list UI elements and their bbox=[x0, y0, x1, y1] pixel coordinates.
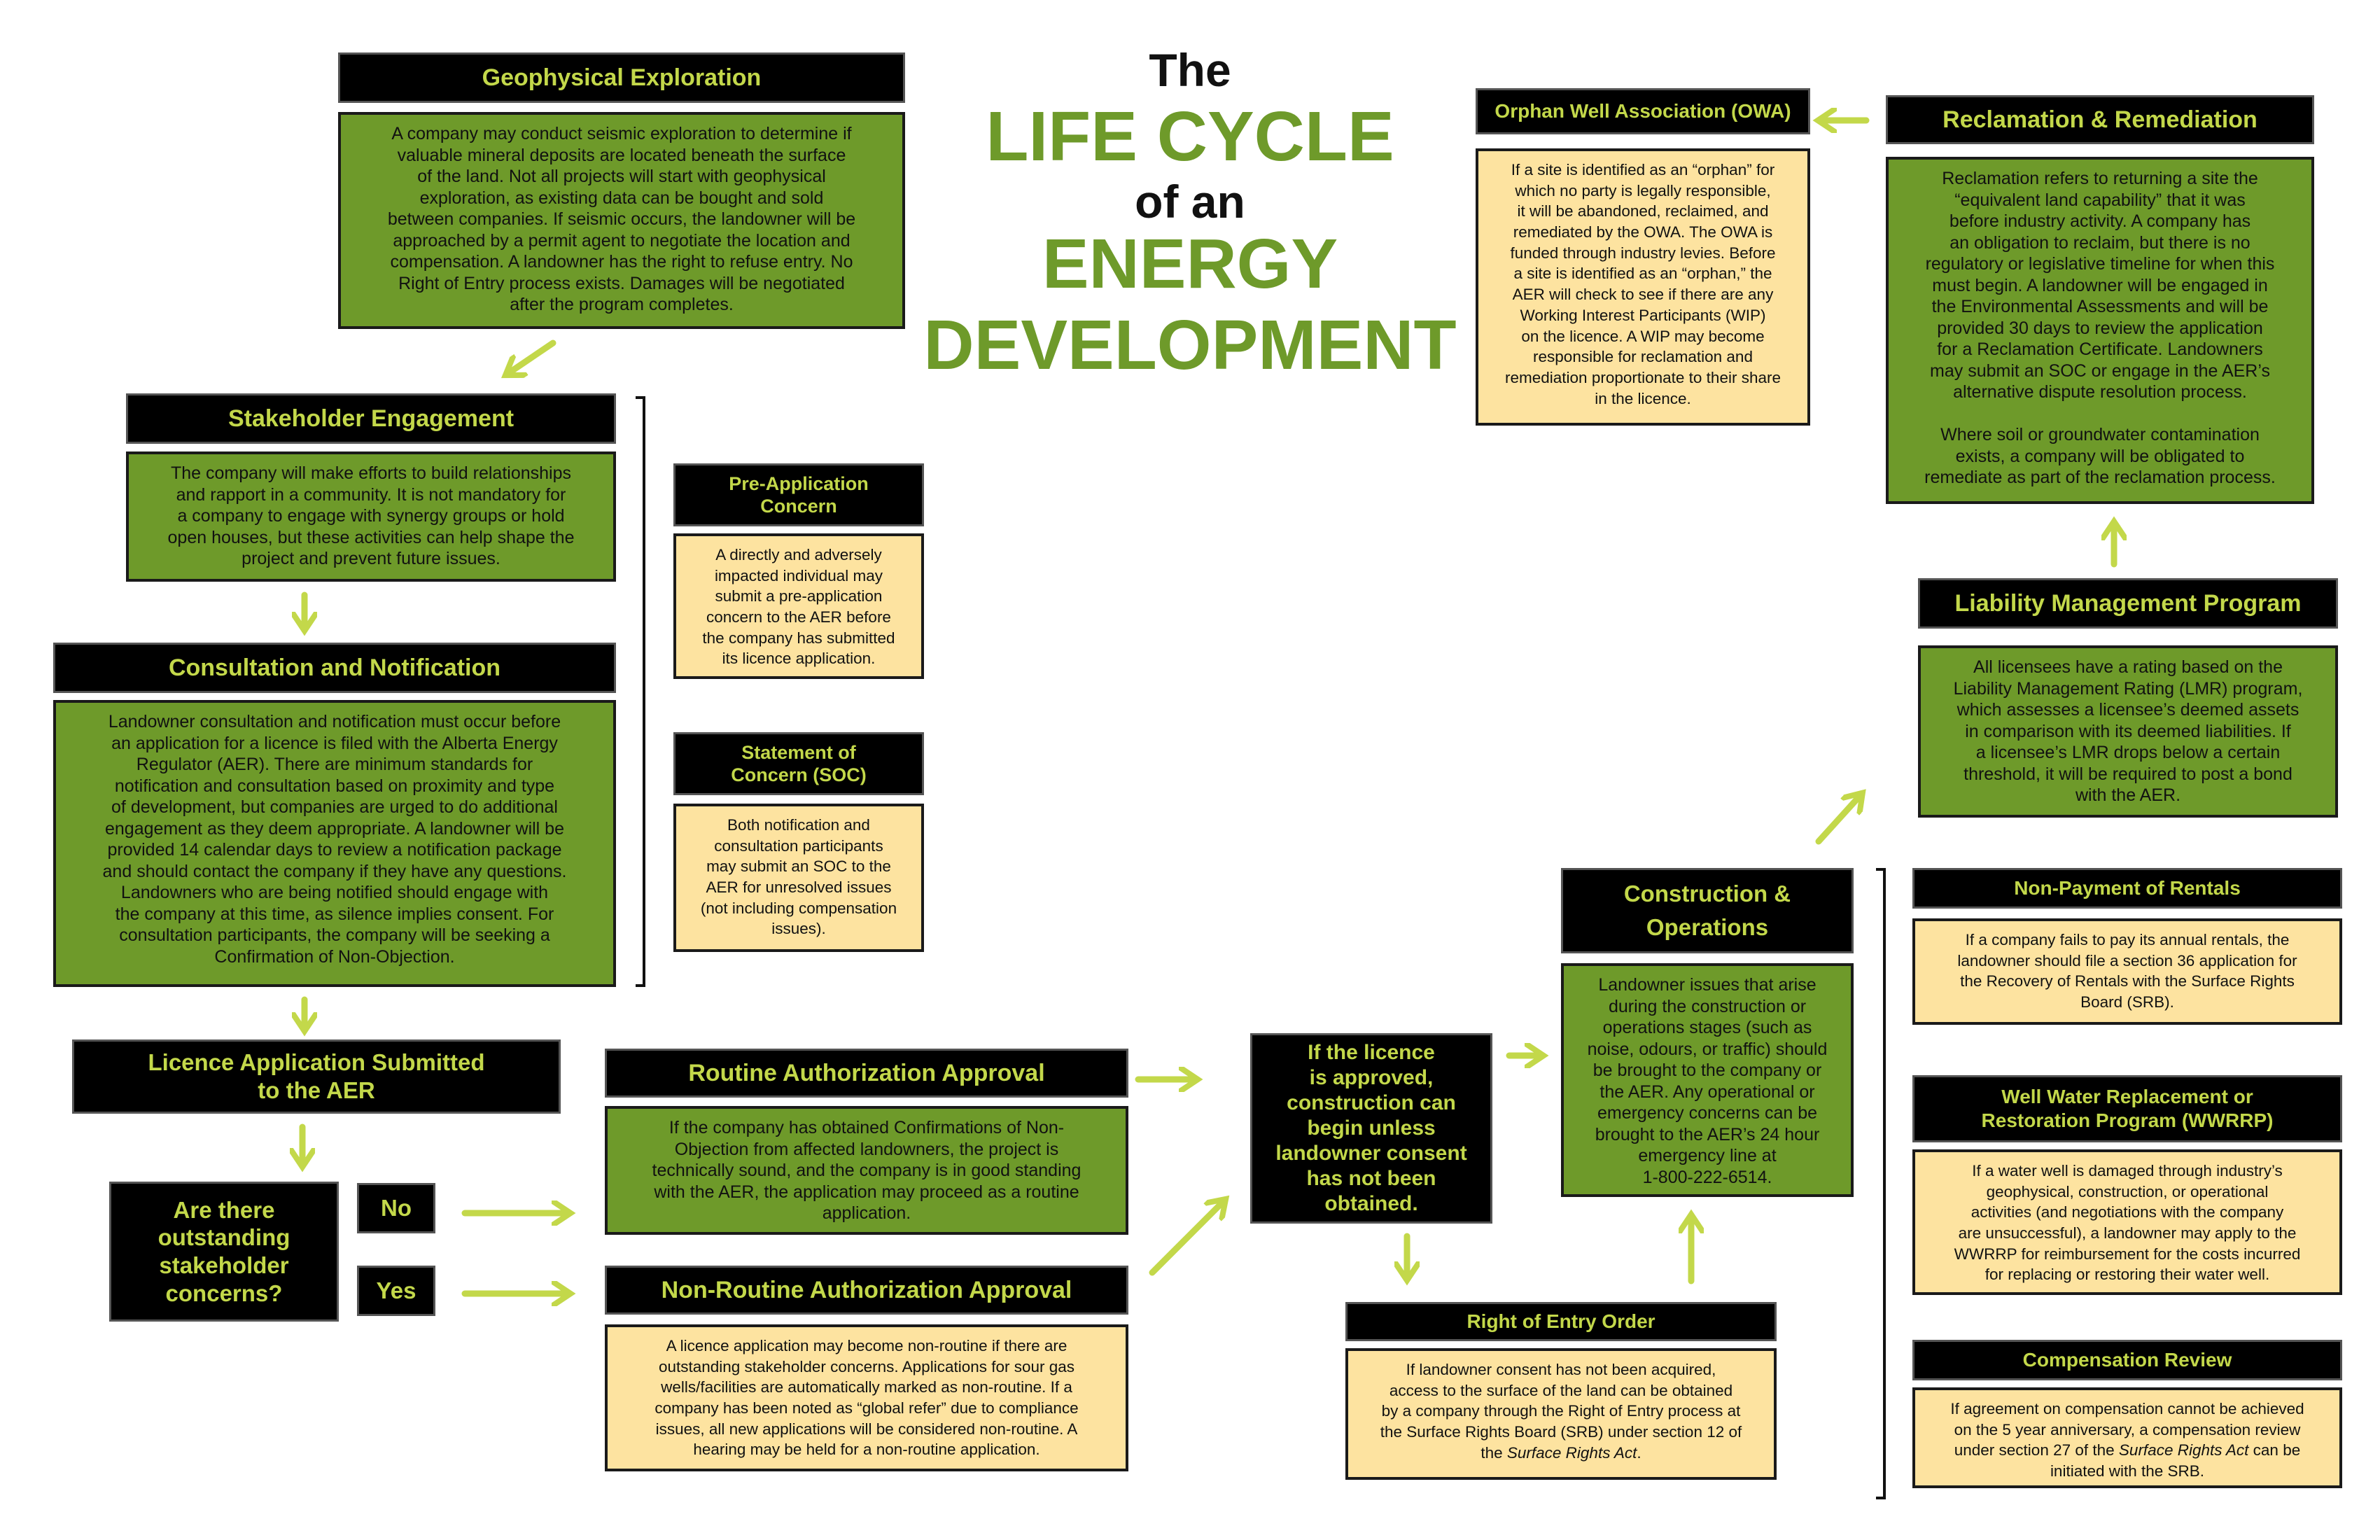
right-of-entry-body: If landowner consent has not been acquir… bbox=[1345, 1348, 1777, 1480]
compensation-body: If agreement on compensation cannot be a… bbox=[1912, 1387, 2342, 1488]
compensation-act-ref: Surface Rights Act bbox=[2118, 1441, 2249, 1460]
non-payment-header: Non-Payment of Rentals bbox=[1912, 868, 2342, 909]
right-of-entry-header: Right of Entry Order bbox=[1345, 1302, 1777, 1341]
liability-header: Liability Management Program bbox=[1918, 578, 2338, 629]
non-routine-header: Non-Routine Authorization Approval bbox=[605, 1266, 1128, 1315]
soc-body: Both notification and consultation parti… bbox=[673, 804, 924, 952]
compensation-text: If agreement on compensation cannot be a… bbox=[1950, 1400, 2304, 1460]
surface-rights-act-ref: Surface Rights Act bbox=[1506, 1443, 1637, 1462]
reclamation-body: Reclamation refers to returning a site t… bbox=[1886, 157, 2314, 504]
arrow-non-routine-to-approved bbox=[1149, 1203, 1222, 1276]
geophysical-body: A company may conduct seismic exploratio… bbox=[338, 112, 905, 329]
pre-application-body: A directly and adversely impacted indivi… bbox=[673, 533, 924, 679]
compensation-text-end: can be initiated with the SRB. bbox=[2050, 1441, 2301, 1480]
title-development: DEVELOPMENT bbox=[923, 306, 1457, 384]
yes-label: Yes bbox=[357, 1266, 435, 1316]
concern-bracket-bottom bbox=[636, 984, 645, 987]
right-bracket-line bbox=[1883, 868, 1886, 1499]
routine-body: If the company has obtained Confirmation… bbox=[605, 1106, 1128, 1235]
right-bracket-bottom bbox=[1876, 1497, 1886, 1499]
non-payment-body: If a company fails to pay its annual ren… bbox=[1912, 918, 2342, 1025]
right-of-entry-text-end: . bbox=[1637, 1443, 1642, 1462]
question-box: Are there outstanding stakeholder concer… bbox=[109, 1182, 339, 1322]
arrow-geophysical-to-stakeholder bbox=[510, 340, 556, 372]
concern-bracket-top bbox=[636, 396, 645, 399]
right-bracket-top bbox=[1876, 868, 1886, 871]
compensation-header: Compensation Review bbox=[1912, 1340, 2342, 1380]
routine-header: Routine Authorization Approval bbox=[605, 1049, 1128, 1098]
wwrrp-body: If a water well is damaged through indus… bbox=[1912, 1149, 2342, 1295]
title-energy: ENERGY bbox=[1042, 225, 1338, 303]
wwrrp-header: Well Water Replacement or Restoration Pr… bbox=[1912, 1075, 2342, 1142]
licence-application-header: Licence Application Submitted to the AER bbox=[72, 1040, 561, 1114]
construction-header: Construction & Operations bbox=[1561, 868, 1854, 953]
owa-header: Orphan Well Association (OWA) bbox=[1476, 88, 1810, 134]
concern-bracket-line bbox=[643, 396, 645, 987]
construction-body: Landowner issues that arise during the c… bbox=[1561, 963, 1854, 1197]
soc-header: Statement of Concern (SOC) bbox=[673, 732, 924, 795]
liability-body: All licensees have a rating based on the… bbox=[1918, 645, 2338, 818]
non-routine-body: A licence application may become non-rou… bbox=[605, 1324, 1128, 1471]
consultation-body: Landowner consultation and notification … bbox=[53, 700, 616, 987]
title-the: The bbox=[1149, 44, 1231, 96]
stakeholder-header: Stakeholder Engagement bbox=[126, 393, 616, 444]
no-label: No bbox=[357, 1183, 435, 1233]
title-of-an: of an bbox=[1135, 176, 1245, 227]
geophysical-header: Geophysical Exploration bbox=[338, 52, 905, 103]
owa-body: If a site is identified as an “orphan” f… bbox=[1476, 148, 1810, 426]
arrow-construction-to-liability bbox=[1815, 797, 1859, 845]
reclamation-header: Reclamation & Remediation bbox=[1886, 95, 2314, 144]
right-of-entry-text: If landowner consent has not been acquir… bbox=[1380, 1361, 1742, 1462]
title-life-cycle: LIFE CYCLE bbox=[986, 97, 1394, 176]
consultation-header: Consultation and Notification bbox=[53, 643, 616, 693]
stakeholder-body: The company will make efforts to build r… bbox=[126, 451, 616, 582]
pre-application-header: Pre-Application Concern bbox=[673, 463, 924, 526]
licence-approved-box: If the licence is approved, construction… bbox=[1250, 1033, 1492, 1224]
